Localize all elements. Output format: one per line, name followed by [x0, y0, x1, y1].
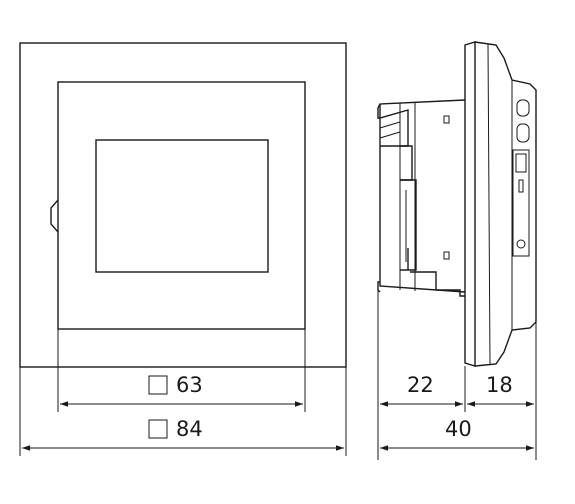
dimension-value: 22: [407, 373, 434, 397]
outer-frame: [19, 42, 347, 368]
dimension-value: 18: [486, 373, 513, 397]
rear-housing: [379, 99, 466, 293]
display-window: [95, 139, 269, 273]
dimension-value: 84: [176, 417, 203, 441]
side-view: [377, 41, 537, 460]
button-second: [516, 123, 530, 143]
button-top: [516, 99, 530, 117]
dimension-value: 63: [176, 373, 203, 397]
dimension-22: 22: [380, 373, 463, 407]
dimension-18: 18: [467, 373, 534, 407]
front-plate: [464, 41, 476, 367]
dimension-84: 84: [22, 417, 344, 451]
front-cover: [474, 41, 537, 367]
inner-frame: [57, 81, 306, 330]
dimension-63: 63: [60, 373, 303, 407]
dimension-value: 40: [445, 417, 472, 441]
square-symbol: [148, 419, 168, 439]
square-symbol: [148, 375, 168, 395]
release-notch: [50, 199, 59, 233]
dimension-40: 40: [380, 417, 534, 451]
screw-icon: [516, 239, 526, 249]
front-view: [19, 42, 347, 456]
slider-slot: [512, 149, 530, 257]
